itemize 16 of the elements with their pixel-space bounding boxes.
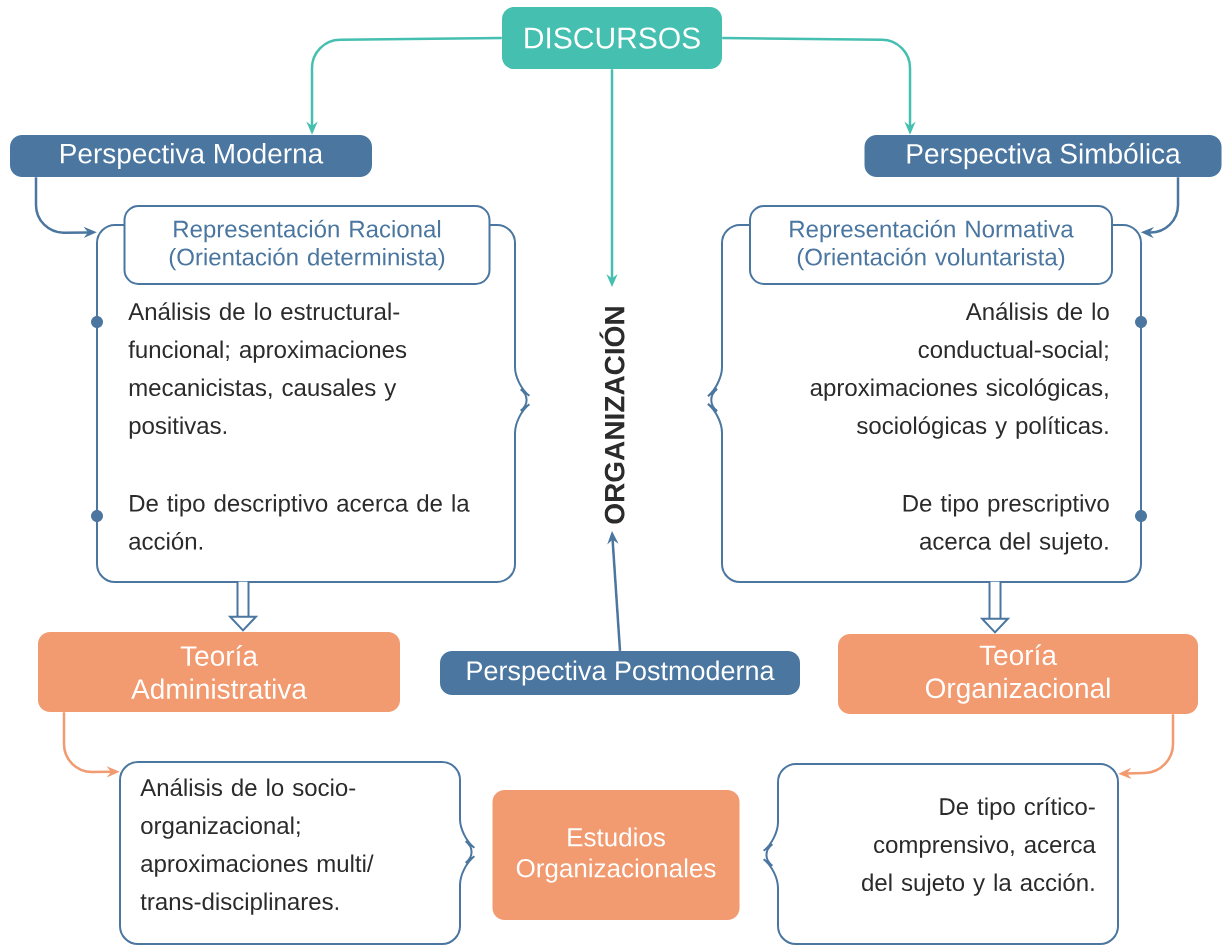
panel-text: Análisis de lo conductual-social; aproximaciones sicológicas, sociológicas y políticas. xyxy=(810,302,1109,439)
perspective-box: Perspectiva Moderna xyxy=(10,135,372,177)
panel-text: Análisis de lo estructural-funcional; aproximaciones mecanicistas, causales y positivas. xyxy=(128,302,407,439)
theory-box: Teoría Organizacional xyxy=(838,634,1198,714)
panel-text: De tipo crítico-comprensivo, acerca del sujeto y la acción. xyxy=(862,797,1096,896)
heading-box: Representación Normativa (Orientación voluntarista) xyxy=(749,205,1113,285)
heading-box: Representación Racional (Orientación determinista) xyxy=(123,205,491,285)
perspective-box: Perspectiva Postmoderna xyxy=(440,651,800,695)
panel-text: De tipo descriptivo acerca de la acción. xyxy=(129,494,470,550)
theory-box: Teoría Administrativa xyxy=(38,632,400,712)
vertical-label: ORGANIZACIÓN xyxy=(599,307,625,524)
panel-text: Análisis de lo socio-organizacional; aproximaciones multi/ trans-disciplinares. xyxy=(140,778,374,915)
title-box: DISCURSOS xyxy=(502,7,722,69)
studies-box: Estudios Organizacionales xyxy=(492,790,740,920)
perspective-box: Perspectiva Simbólica xyxy=(864,135,1222,177)
panel-text: De tipo prescriptivo acerca del sujeto. xyxy=(903,494,1109,555)
